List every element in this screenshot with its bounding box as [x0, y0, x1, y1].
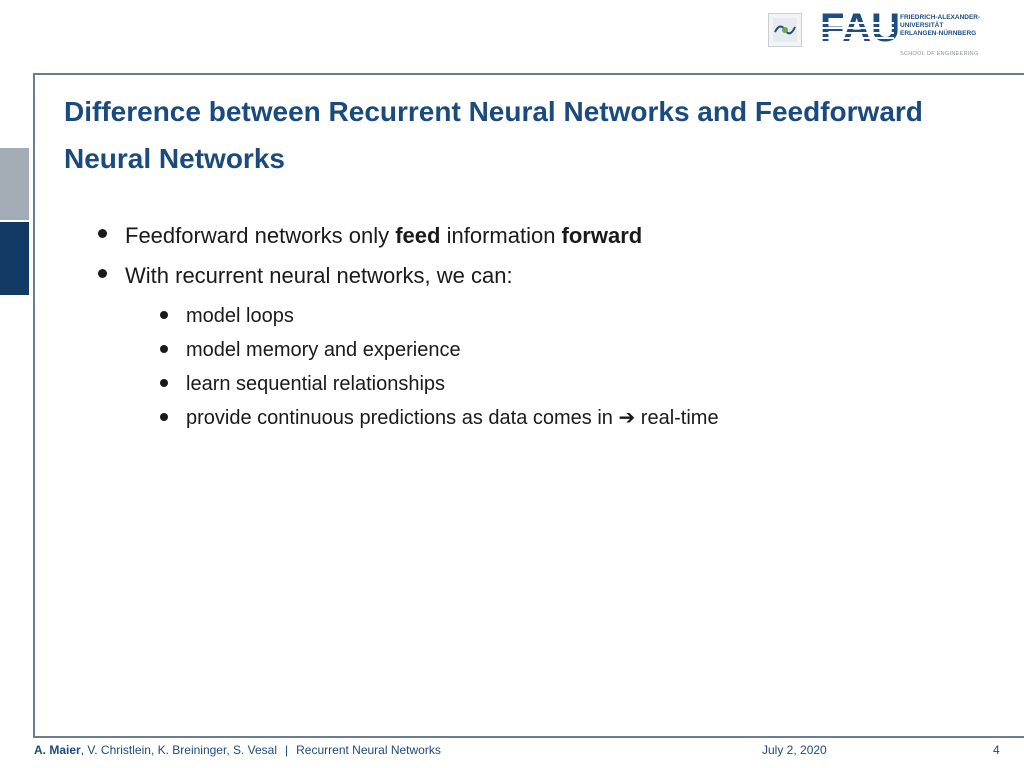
sub-bullet-item: provide continuous predictions as data c… — [160, 401, 978, 435]
bullet-dot-icon — [160, 345, 168, 353]
school-name: SCHOOL OF ENGINEERING — [900, 51, 979, 57]
footer-authors: A. Maier, V. Christlein, K. Breininger, … — [34, 743, 441, 757]
fau-logo-stripes — [820, 19, 894, 47]
bullet-dot-icon — [160, 379, 168, 387]
sub-bullet-list: model loops model memory and experience … — [160, 299, 978, 435]
bullet-dot-icon — [98, 269, 107, 278]
lme-logo-icon — [768, 13, 802, 47]
slide-frame-top — [33, 73, 1024, 75]
sub-bullet-item: learn sequential relationships — [160, 367, 978, 401]
lead-author: A. Maier — [34, 743, 81, 757]
emphasis-forward: forward — [561, 223, 643, 248]
bullet-dot-icon — [160, 413, 168, 421]
bullet-item: With recurrent neural networks, we can: … — [98, 256, 978, 435]
footer-date: July 2, 2020 — [762, 743, 827, 757]
footer-course: Recurrent Neural Networks — [296, 743, 441, 757]
bullet-dot-icon — [160, 311, 168, 319]
sub-bullet-item: model memory and experience — [160, 333, 978, 367]
section-tab-previous — [0, 148, 29, 220]
footer-separator: | — [285, 743, 289, 757]
bullet-dot-icon — [98, 229, 107, 238]
slide-frame-bottom — [33, 736, 1024, 738]
slide-frame-left — [33, 73, 35, 737]
fau-logo: FAU FRIEDRICH-ALEXANDER- UNIVERSITÄT ERL… — [820, 6, 990, 62]
bullet-item: Feedforward networks only feed informati… — [98, 216, 978, 256]
emphasis-feed: feed — [395, 223, 441, 248]
sub-bullet-item: model loops — [160, 299, 978, 333]
section-tab-current — [0, 222, 29, 295]
page-number: 4 — [993, 743, 1000, 757]
slide-title: Difference between Recurrent Neural Netw… — [64, 96, 923, 174]
university-name: FRIEDRICH-ALEXANDER- UNIVERSITÄT ERLANGE… — [900, 14, 981, 37]
bullet-list: Feedforward networks only feed informati… — [98, 216, 978, 435]
